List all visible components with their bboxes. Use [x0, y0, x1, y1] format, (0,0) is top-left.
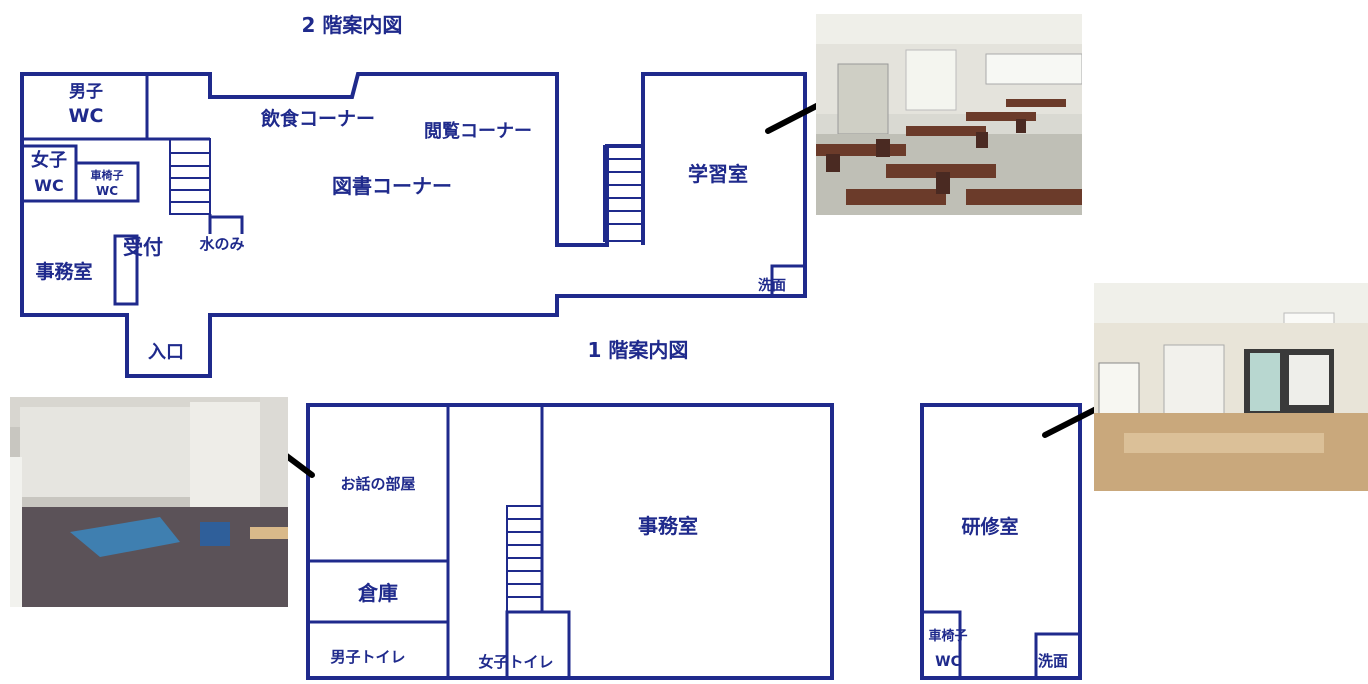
floor2-library-label: 図書コーナー	[332, 174, 452, 198]
study-room-photo	[816, 14, 1082, 215]
floor1-title: 1 階案内図	[588, 338, 689, 362]
floor1-talk-room-label: お話の部屋	[340, 475, 415, 493]
floor1-womens-toilet-label: 女子トイレ	[478, 653, 553, 671]
floor2-dining-label: 飲食コーナー	[260, 107, 375, 130]
floor2-womens-wc-label-2: WC	[34, 176, 63, 195]
floor2-title: 2 階案内図	[302, 13, 403, 37]
floor2-water-label: 水のみ	[199, 235, 244, 253]
floor2-womens-wc-label: 女子	[31, 149, 67, 171]
floor1-office-label: 事務室	[638, 514, 698, 538]
floor1-washroom-label: 洗面	[1038, 652, 1068, 670]
floor2-mens-wc-label-2: WC	[69, 105, 104, 127]
training-room-photo	[1094, 283, 1368, 491]
floor2-reading-label: 閲覧コーナー	[424, 120, 532, 142]
floor2-labels: 男子 WC 女子 WC 車椅子 WC 飲食コーナー 閲覧コーナー 図書コーナー …	[31, 82, 786, 363]
floor2-washroom-label: 洗面	[758, 277, 786, 294]
floor1-labels: お話の部屋 倉庫 男子トイレ 女子トイレ 事務室 研修室 車椅子 WC 洗面	[330, 475, 1068, 671]
floor2-mens-wc-label: 男子	[69, 82, 103, 102]
floor2-walls	[20, 72, 807, 378]
floor2-wheelchair-wc-label: 車椅子	[91, 168, 124, 182]
floor2-study-label: 学習室	[688, 162, 748, 186]
floor1-training-label: 研修室	[961, 515, 1018, 538]
floor1-walls	[306, 403, 1082, 680]
floor2-reception-label: 受付	[123, 235, 163, 259]
floor1-wheelchair-wc-label: 車椅子	[928, 628, 967, 644]
floor1-wheelchair-wc-label-2: WC	[935, 654, 961, 670]
floor1-mens-toilet-label: 男子トイレ	[330, 648, 405, 666]
floor2-entrance-label: 入口	[148, 342, 184, 363]
talk-room-photo	[10, 397, 288, 607]
floor2-wheelchair-wc-label-2: WC	[96, 184, 118, 198]
floor2-office-label: 事務室	[35, 260, 92, 283]
floor1-storage-label: 倉庫	[357, 581, 398, 605]
